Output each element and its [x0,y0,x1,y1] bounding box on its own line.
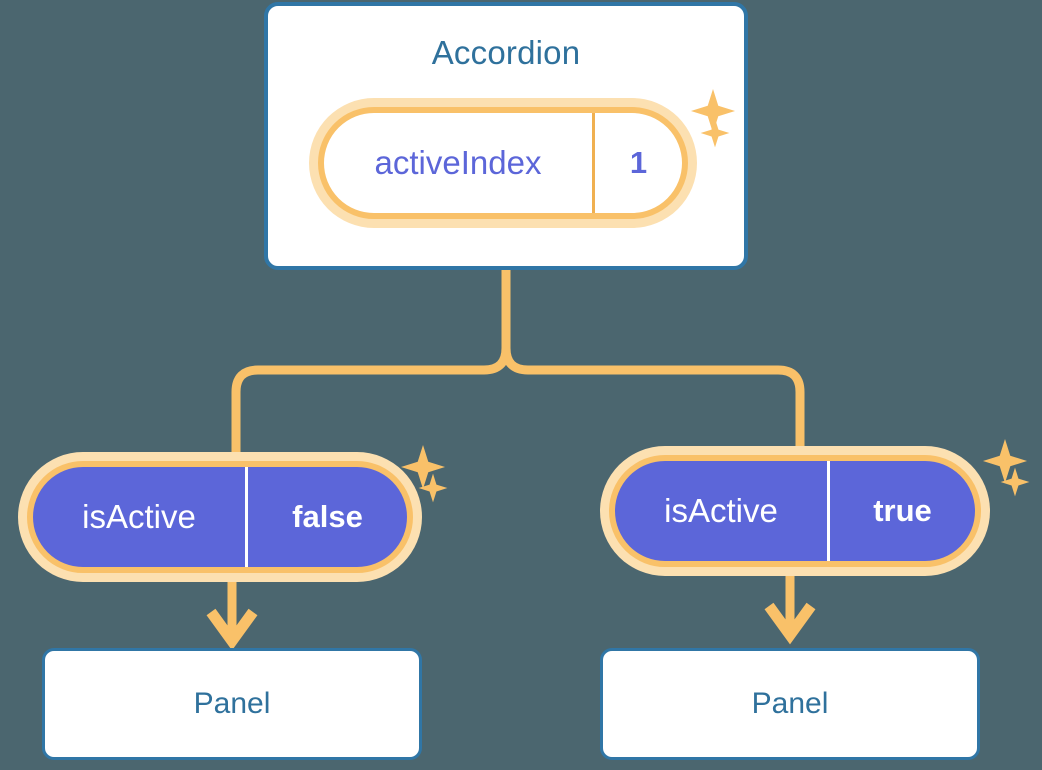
pill-body: isActive true [609,455,981,567]
pill-halo: isActive true [600,446,990,576]
state-key-label: activeIndex [374,144,542,181]
accordion-title: Accordion [431,34,581,71]
sparkle-small-icon [418,473,448,503]
connector-fork [231,347,805,452]
arrow-head-right [764,602,816,645]
state-key-label: isActive [664,492,778,529]
state-value-label: true [827,461,975,561]
state-value-label: 1 [592,113,682,213]
state-value-label: false [245,467,407,567]
state-pill-left-is-active[interactable]: isActive false [18,452,422,582]
state-pill-right-is-active[interactable]: isActive true [600,446,990,576]
panel-title: Panel [193,687,271,720]
panel-title: Panel [751,687,829,720]
state-key-label: isActive [82,498,196,535]
arrow-head-left [206,608,258,651]
pill-halo: isActive false [18,452,422,582]
pill-body: activeIndex 1 [318,107,688,219]
panel-card-left: Panel [42,648,422,760]
sparkle-small-icon [1000,467,1030,497]
state-pill-active-index[interactable]: activeIndex 1 [309,98,697,228]
pill-body: isActive false [27,461,413,573]
panel-card-right: Panel [600,648,980,760]
pill-halo: activeIndex 1 [309,98,697,228]
